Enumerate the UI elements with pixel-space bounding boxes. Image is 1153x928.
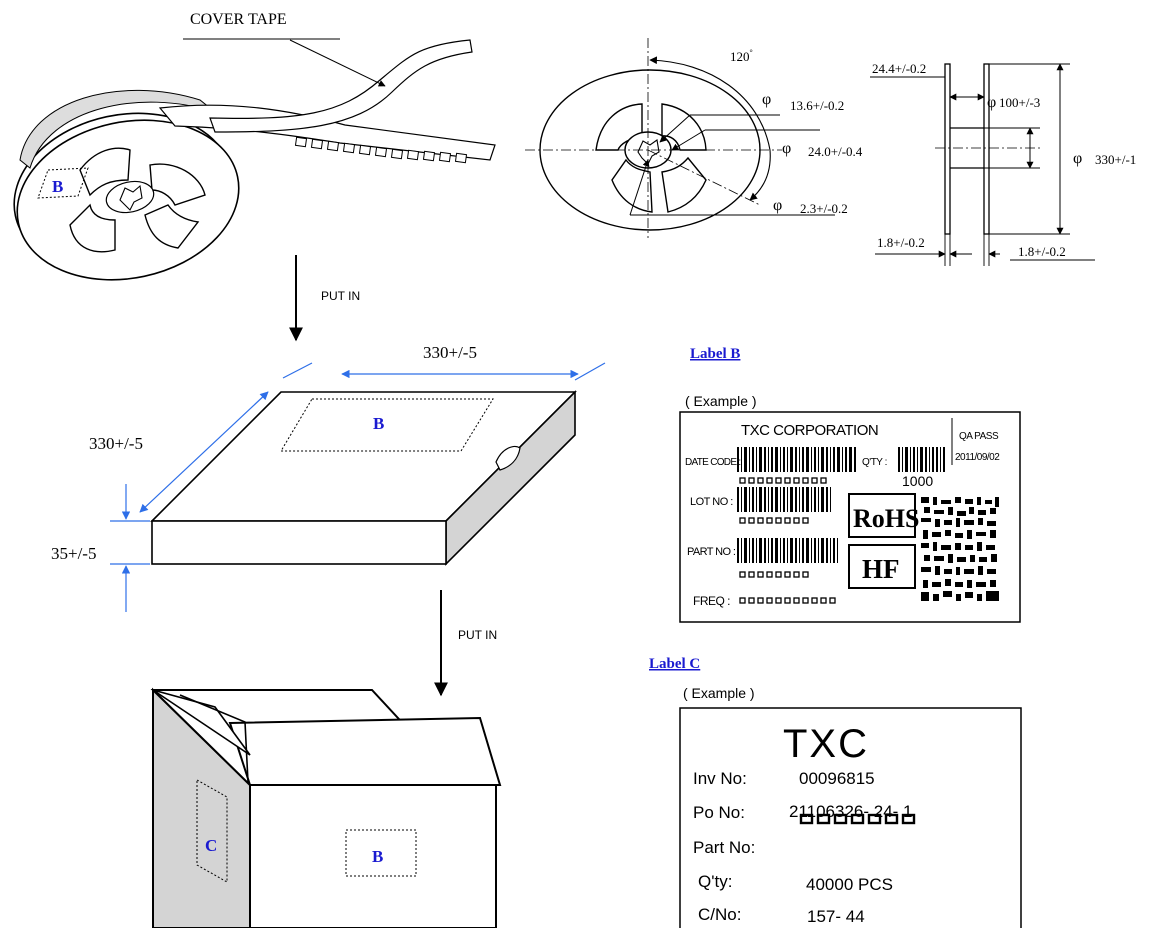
label-c-cno-label: C/No: [698,905,741,924]
label-b-date-code: DATE CODE : [685,457,740,468]
label-b-part-no: PART NO : [687,546,736,558]
label-b-company: TXC CORPORATION [741,422,878,439]
carton-label-b-marker: B [372,847,383,866]
inner-box [150,390,577,566]
label-c-qty-label: Q'ty: [698,872,732,891]
phi-symbol-5: φ [1073,150,1082,167]
barcode-date [737,447,856,472]
label-c-inv-value: 00096815 [799,769,875,788]
inner-box-depth-dim: 330+/-5 [89,434,143,453]
label-c-part-squares [799,813,916,825]
label-b-heading: Label B [690,346,740,362]
label-c-cno-value: 157- 44 [807,907,865,926]
barcode-qty [898,447,945,472]
label-c-po-value: 21106326- 24- 1 [789,802,913,821]
phi-symbol-4: φ [987,94,996,111]
label-c-brand: TXC [783,722,869,766]
inner-box-dims [110,362,606,612]
label-c-card [679,707,1022,928]
hub-dia-dim: 100+/-3 [999,95,1040,110]
placeholder-squares [739,477,836,604]
label-b-hf: HF [862,554,900,584]
cover-tape-pointer [289,39,386,87]
barcode-lot [737,487,831,512]
hub-mid-dim: 24.0+/-0.4 [808,144,863,159]
reel-dia-dim: 330+/-1 [1095,152,1136,167]
angle-label: 120° [730,48,753,64]
rohs-box [848,493,916,538]
inner-box-height-dim: 35+/-5 [51,544,96,563]
label-b-rohs: RoHS [853,504,919,533]
label-b-qty-value: 1000 [902,473,933,489]
flange-left-dim: 1.8+/-0.2 [877,235,925,250]
label-c-example: ( Example ) [683,685,755,701]
phi-symbol-3: φ [773,197,782,214]
outer-carton [150,687,502,928]
reel-label-marker: B [52,177,63,196]
label-c-qty-value: 40000 PCS [806,875,893,894]
flange-right-dim: 1.8+/-0.2 [1018,244,1066,259]
label-c-inv-label: Inv No: [693,769,747,788]
hf-box [848,544,916,589]
barcode-part [737,538,838,563]
hole-dim: 2.3+/-0.2 [800,201,848,216]
phi-symbol-2: φ [782,140,791,157]
label-b-qa-pass: QA PASS [959,431,999,442]
reel-3d [13,39,496,281]
reel-side-view [870,63,1095,266]
hub-small-dim: 13.6+/-0.2 [790,98,844,113]
label-c-part-label: Part No: [693,838,755,857]
label-c-po-label: Po No: [693,803,745,822]
label-b-card [679,411,1021,623]
inner-box-width-dim: 330+/-5 [423,343,477,362]
carton-label-c-marker: C [205,836,217,855]
inner-box-label-marker: B [373,414,384,433]
cover-tape-label: COVER TAPE [190,11,287,28]
put-in-label-1: PUT IN [321,289,360,303]
label-c-heading: Label C [649,656,700,672]
label-b-example: ( Example ) [685,393,757,409]
put-in-label-2: PUT IN [458,628,497,642]
label-b-freq: FREQ : [693,594,730,608]
label-b-qa-date: 2011/09/02 [955,452,1000,463]
label-b-qty-label: Q'TY : [862,457,887,468]
reel-front-view [525,38,835,238]
qr-code [921,497,999,601]
label-b-lot-no: LOT NO : [690,496,733,508]
reel-width-dim: 24.4+/-0.2 [872,61,926,76]
phi-symbol-1: φ [762,91,771,108]
